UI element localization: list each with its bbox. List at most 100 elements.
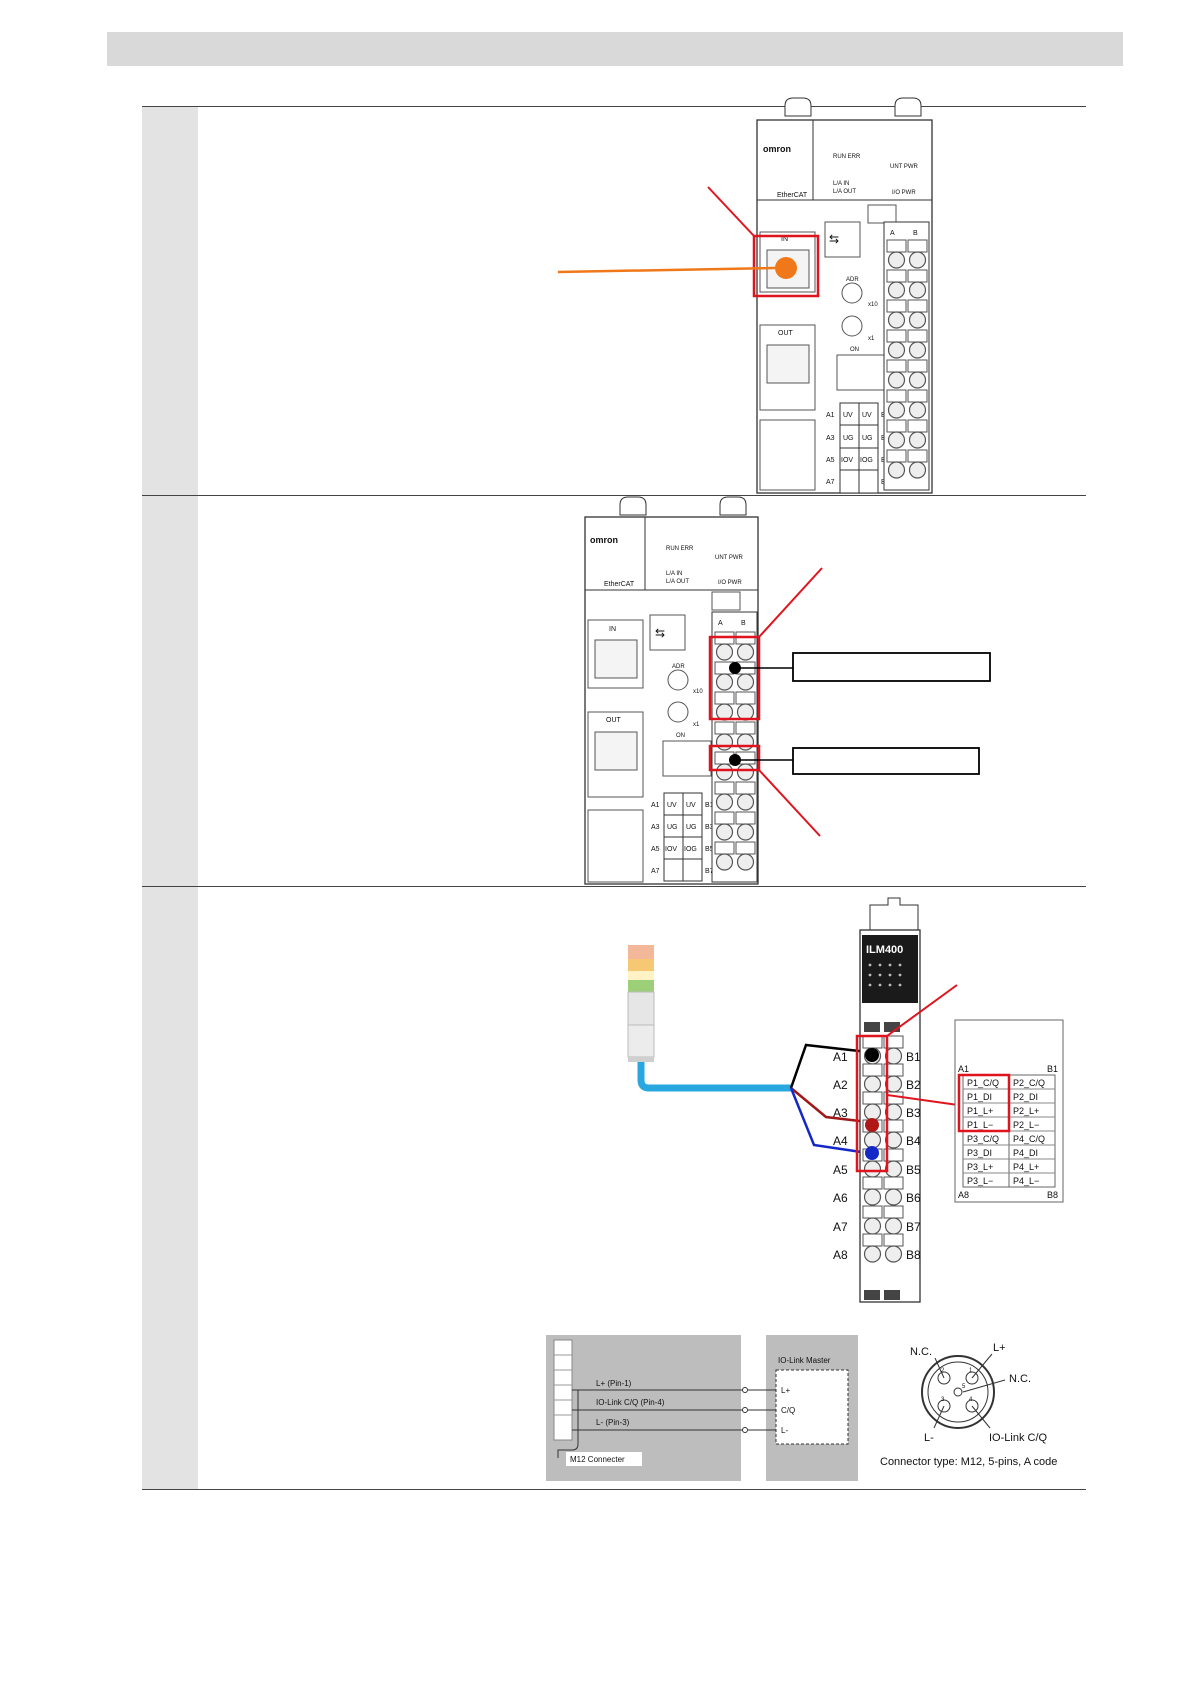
- master-pin-cq: C/Q: [781, 1406, 795, 1415]
- master-pin-lminus: L-: [781, 1426, 788, 1435]
- s2-pw-a7: A7: [651, 868, 660, 875]
- table-bottom-border: [142, 1489, 1086, 1490]
- pin-table-r3c2: P2_L+: [1013, 1106, 1039, 1116]
- step2-led-la-out: L/A OUT: [666, 579, 689, 585]
- step2-led-la-in: L/A IN: [666, 571, 682, 577]
- step1-port-out-label: OUT: [778, 330, 794, 337]
- io-link-wiring-schematic: L+ (Pin-1) IO-Link C/Q (Pin-4) L- (Pin-3…: [546, 1335, 858, 1481]
- step1-unit-pwr: UNT PWR: [890, 164, 919, 170]
- pin-table-r4c1: P1_L−: [967, 1120, 993, 1130]
- step2-terminal-highlight-2: [708, 744, 761, 772]
- pin-table-r2c2: P2_DI: [1013, 1092, 1038, 1102]
- step2-usb-icon: ⇆: [655, 626, 665, 640]
- pin-table-r1c2: P2_C/Q: [1013, 1078, 1045, 1088]
- m12-pin-2: 2: [941, 1368, 945, 1374]
- step2-rotary-switch-x1: [667, 701, 689, 723]
- wiring-line-cq: IO-Link C/Q (Pin-4): [596, 1398, 665, 1407]
- s2-pw-uv1: UV: [667, 802, 677, 809]
- step1-dip-switch: [836, 354, 886, 391]
- pin-label-a6: A6: [833, 1191, 848, 1205]
- wiring-connector-label: M12 Connecter: [570, 1455, 625, 1464]
- step-divider-1: [142, 495, 1086, 496]
- pin-table-r5c1: P3_C/Q: [967, 1134, 999, 1144]
- pin-table-r7c2: P4_L+: [1013, 1162, 1039, 1172]
- wire-brown: [790, 1087, 869, 1124]
- s2-pw-uv2: UV: [686, 802, 696, 809]
- step1-dip-on-label: ON: [850, 347, 859, 353]
- iolink-master-title: IO-Link Master: [778, 1356, 831, 1365]
- pin-label-b4: B4: [906, 1134, 921, 1148]
- s2-pw-a3: A3: [651, 824, 660, 831]
- step2-label-box-1: [792, 652, 991, 682]
- pin-table-r7c1: P3_L+: [967, 1162, 993, 1172]
- pin-table-b1: B1: [1047, 1064, 1058, 1074]
- pin-label-b3: B3: [906, 1106, 921, 1120]
- pin-table-r6c2: P4_DI: [1013, 1148, 1038, 1158]
- pin-table-r5c2: P4_C/Q: [1013, 1134, 1045, 1144]
- pw-a7: A7: [826, 479, 835, 486]
- step1-callout-line: [707, 186, 755, 237]
- step2-rotary-switch-x10: [667, 669, 689, 691]
- pw-a5: A5: [826, 457, 835, 464]
- s2-pw-b1: B1: [705, 802, 714, 809]
- pw-ug1: UG: [843, 435, 854, 442]
- ilm400-pin-labels: A1 A2 A3 A4 A5 A6 A7 A8 B1 B2 B3 B4 B5 B…: [833, 1050, 921, 1262]
- pin-table-r1c1: P1_C/Q: [967, 1078, 999, 1088]
- step-divider-2: [142, 886, 1086, 887]
- m12-pin-4: 4: [969, 1397, 973, 1403]
- pin-label-a7: A7: [833, 1220, 848, 1234]
- s2-pw-ug1: UG: [667, 824, 678, 831]
- pin-table-a8: A8: [958, 1190, 969, 1200]
- pw-uv1: UV: [843, 412, 853, 419]
- pw-uv2: UV: [862, 412, 872, 419]
- m12-connector-pinout: 1 2 3 4 5 N.C. L+ N.C. L- IO-Link C/Q Co…: [880, 1342, 1057, 1468]
- pin-table-r4c2: P2_L−: [1013, 1120, 1039, 1130]
- pw-a1: A1: [826, 412, 835, 419]
- m12-label-lplus: L+: [993, 1342, 1006, 1354]
- pw-ug2: UG: [862, 435, 873, 442]
- pin-table-r8c2: P4_L−: [1013, 1176, 1039, 1186]
- pin-table-r3c1: P1_L+: [967, 1106, 993, 1116]
- pin-table-p1-highlight: [957, 1073, 1011, 1133]
- pw-a3: A3: [826, 435, 835, 442]
- pin-label-a4: A4: [833, 1134, 848, 1148]
- ilm400-callout-line: [886, 984, 958, 1037]
- step2-unit-pwr: UNT PWR: [715, 555, 744, 561]
- wire-blue: [789, 1087, 869, 1155]
- step2-brand-label: omron: [590, 535, 618, 545]
- m12-caption: Connector type: M12, 5-pins, A code: [880, 1456, 1057, 1468]
- step2-adr-label: ADR: [672, 664, 685, 670]
- ilm400-module-name: ILM400: [866, 944, 903, 956]
- s2-pw-iov: IOV: [665, 846, 677, 853]
- step2-x10-label: x10: [693, 689, 703, 695]
- step1-port-in-label: IN: [781, 236, 788, 243]
- ilm400-table-link-line: [886, 1094, 959, 1106]
- step1-led-la-in: L/A IN: [833, 181, 849, 187]
- step2-dip-on-label: ON: [676, 733, 685, 739]
- step1-ethernet-cable: [557, 266, 776, 274]
- step2-port-out-label: OUT: [606, 717, 622, 724]
- step1-rotary-switch-x10: [841, 282, 863, 304]
- m12-label-nc-right: N.C.: [1009, 1373, 1031, 1385]
- step3-ilm400-figure: ILM400 A1 A2 A3 A4: [546, 897, 1064, 1481]
- pin-label-b6: B6: [906, 1191, 921, 1205]
- pin-label-a1: A1: [833, 1050, 848, 1064]
- step1-ethercat-logo: EtherCAT: [777, 192, 808, 199]
- m12-label-lminus: L-: [924, 1432, 934, 1444]
- step1-led-run-err: RUN ERR: [833, 154, 861, 160]
- wiring-line-lminus: L- (Pin-3): [596, 1418, 630, 1427]
- pin-table-r6c1: P3_DI: [967, 1148, 992, 1158]
- pin-label-a2: A2: [833, 1078, 848, 1092]
- m12-label-iolink: IO-Link C/Q: [989, 1432, 1048, 1444]
- step1-cable-connection-dot: [775, 257, 797, 279]
- signal-tower-cable: [637, 1062, 791, 1092]
- pin-label-b1: B1: [906, 1050, 921, 1064]
- s2-pw-a5: A5: [651, 846, 660, 853]
- step2-ethercat-logo: EtherCAT: [604, 581, 635, 588]
- s2-pw-b5: B5: [705, 846, 714, 853]
- step2-label-box-2: [792, 747, 980, 775]
- step2-port-in-label: IN: [609, 626, 616, 633]
- ilm400-pin-highlight: [855, 1034, 889, 1173]
- s2-pw-a1: A1: [651, 802, 660, 809]
